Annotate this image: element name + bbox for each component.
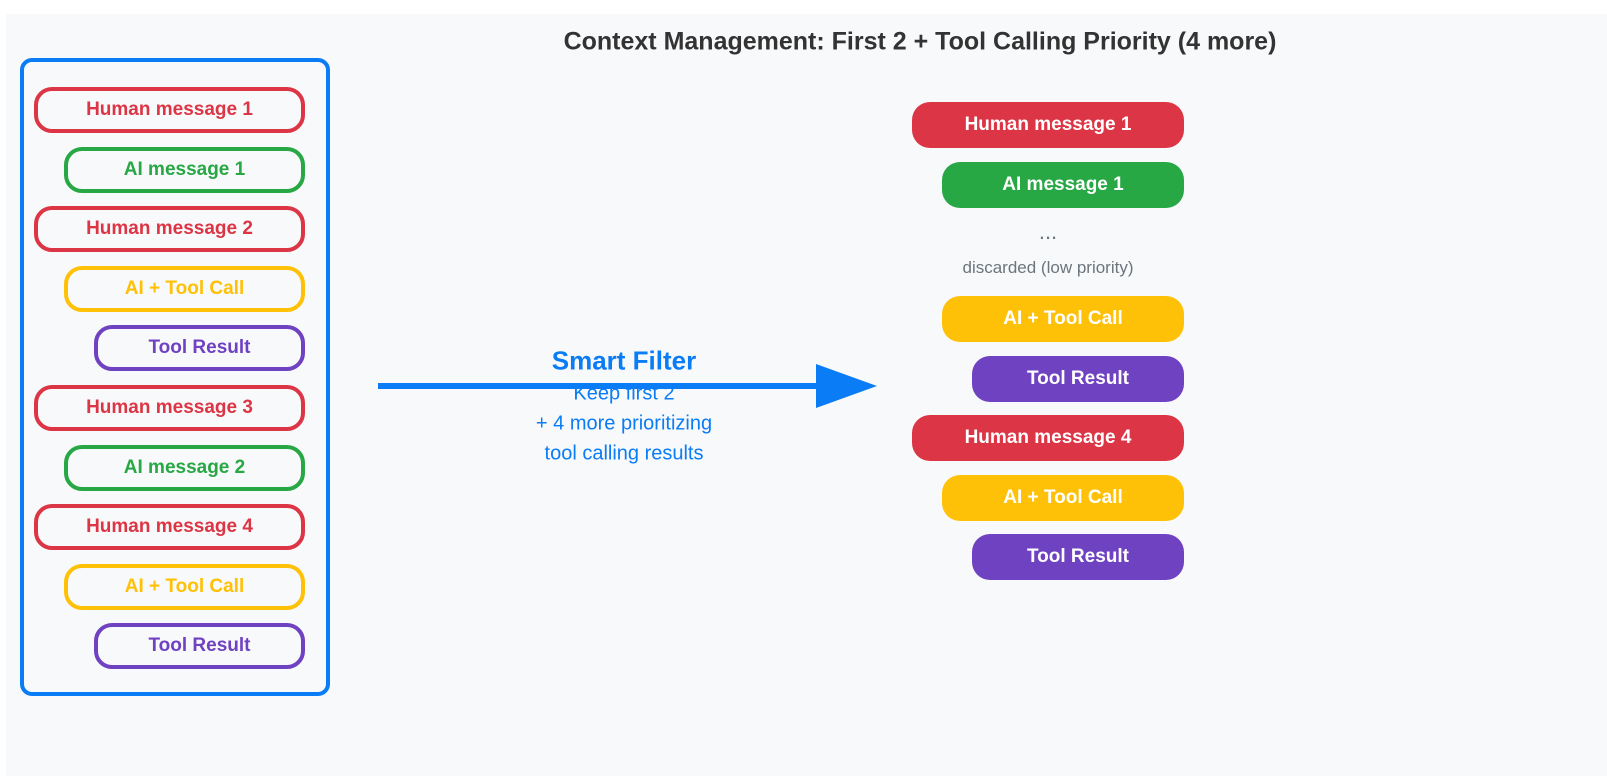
original-message-human: Human message 3 — [34, 385, 305, 431]
original-message-human: Human message 4 — [34, 504, 305, 551]
original-message-human: Human message 1 — [34, 87, 305, 133]
smart-filter-title: Smart Filter — [551, 345, 697, 376]
filter-description-line-1: Keep first 2 — [573, 382, 675, 405]
discarded-ellipsis: ... — [1038, 219, 1058, 244]
discarded-label: discarded (low priority) — [962, 258, 1134, 277]
original-message-tool-call: AI + Tool Call — [64, 265, 305, 312]
original-message-ai: AI message 1 — [64, 146, 305, 193]
original-message-tool-result: Tool Result — [94, 325, 305, 372]
priority-message-tool-result: Tool Result — [972, 534, 1184, 581]
priority-message-tool-result: Tool Result — [972, 355, 1184, 402]
original-message-human: Human message 2 — [34, 206, 305, 253]
kept-message-ai: AI message 1 — [942, 162, 1184, 208]
original-message-ai: AI message 2 — [64, 444, 305, 491]
filter-description-line-2: + 4 more prioritizing — [535, 412, 713, 435]
kept-message-human: Human message 1 — [912, 102, 1184, 148]
priority-message-human: Human message 4 — [912, 415, 1184, 462]
diagram-title: Context Management: First 2 + Tool Calli… — [563, 27, 1277, 56]
original-message-tool-result: Tool Result — [94, 623, 305, 670]
priority-message-tool-call: AI + Tool Call — [942, 474, 1184, 521]
priority-message-tool-call: AI + Tool Call — [942, 296, 1184, 342]
diagram-background — [6, 14, 1607, 776]
filter-description-line-3: tool calling results — [544, 442, 704, 465]
original-messages-container — [20, 58, 330, 696]
original-message-tool-call: AI + Tool Call — [64, 563, 305, 610]
